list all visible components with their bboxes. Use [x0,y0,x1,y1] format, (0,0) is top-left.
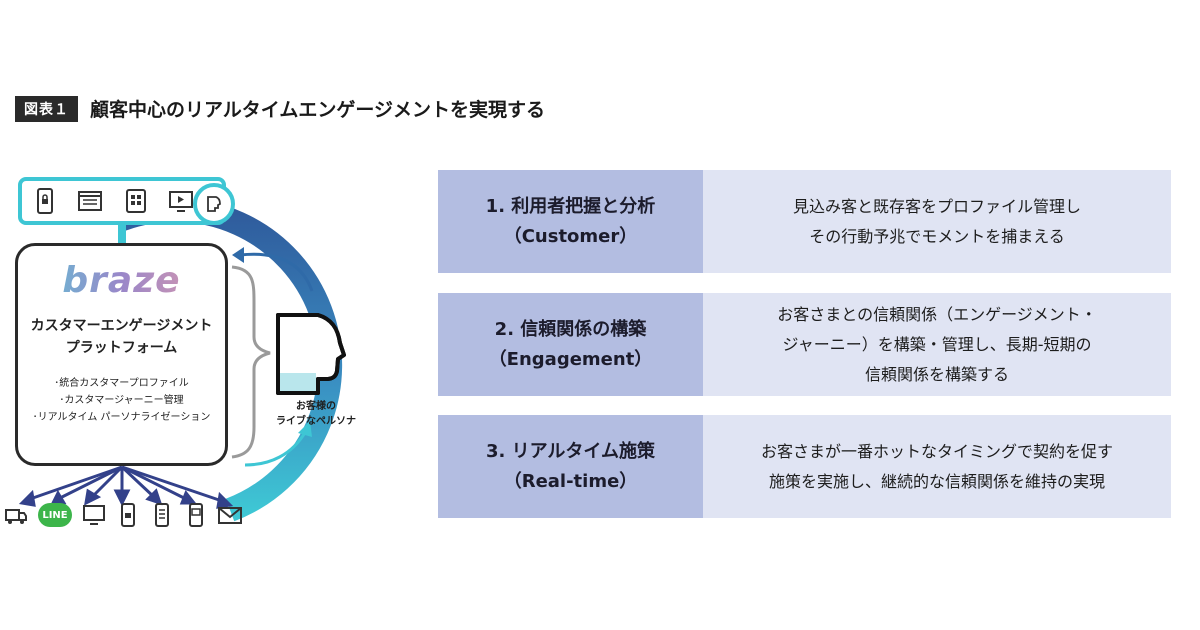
device-bar [18,177,226,225]
row-description-line: その行動予兆でモメントを捕まえる [809,226,1065,246]
row-description-line: お客さまとの信頼関係（エンゲージメント・ [777,304,1097,324]
braze-logo: braze [18,260,225,301]
table-row: 3. リアルタイム施策 （Real-time） お客さまが一番ホットなタイミング… [438,415,1171,518]
row-heading-line: （Customer） [503,225,638,247]
row-heading-line: （Real-time） [503,470,638,492]
row-heading-line: 3. リアルタイム施策 [485,440,656,462]
row-heading-line: 1. 利用者把握と分析 [485,195,656,217]
row-description-line: 信頼関係を構築する [864,364,1009,384]
row-heading: 1. 利用者把握と分析 （Customer） [438,170,703,273]
device-bar-connector [118,225,126,245]
feedback-arrow [239,252,314,292]
platform-name-line: カスタマーエンゲージメント [30,318,213,334]
row-description: お客さまが一番ホットなタイミングで契約を促す 施策を実施し、継続的な信頼関係を維… [703,415,1171,518]
row-description-line: ジャーニー）を構築・管理し、長期-短期の [782,334,1092,354]
table-row: 1. 利用者把握と分析 （Customer） 見込み客と既存客をプロファイル管理… [438,170,1171,273]
feature-item: ･統合カスタマープロファイル [54,378,189,389]
row-description-line: お客さまが一番ホットなタイミングで契約を促す [760,441,1113,461]
email-icon [218,507,242,524]
persona-label: お客様の ライブなペルソナ [268,399,364,429]
platform-name-line: プラットフォーム [65,340,178,356]
feedback-arrow-head [232,247,244,263]
row-description: 見込み客と既存客をプロファイル管理し その行動予兆でモメントを捕まえる [703,170,1171,273]
tablet-grid-icon [125,189,146,213]
braze-diagram: braze カスタマーエンゲージメント プラットフォーム ･統合カスタマープロフ… [0,165,420,565]
row-heading: 3. リアルタイム施策 （Real-time） [438,415,703,518]
action-arrow [244,430,308,467]
action-arrow-head [298,421,312,437]
persona-mini-icon [207,196,221,212]
table-row: 2. 信頼関係の構築 （Engagement） お客さまとの信頼関係（エンゲージ… [438,293,1171,396]
feature-list: ･統合カスタマープロファイル ･カスタマージャーニー管理 ･リアルタイム パーソ… [18,375,225,426]
desktop-monitor-icon [83,505,105,525]
platform-name: カスタマーエンゲージメント プラットフォーム [18,315,225,359]
smartphone-list-icon [155,503,169,527]
figure-heading: 顧客中心のリアルタイムエンゲージメントを実現する [90,99,546,121]
delivery-truck-icon [5,509,27,524]
persona-head-icon [276,313,346,395]
row-description-line: 施策を実施し、継続的な信頼関係を維持の実現 [768,471,1105,491]
figure-title: 図表１ 顧客中心のリアルタイムエンゲージメントを実現する [15,95,545,122]
smartphone-message-icon [189,503,203,527]
channel-icons: LINE [4,498,254,532]
smartphone-lock-icon [36,188,53,214]
persona-label-area: お客様の ライブなペルソナ [268,313,364,429]
figure-badge: 図表１ [15,95,78,122]
browser-window-icon [78,191,103,211]
feature-item: ･リアルタイム パーソナライゼーション [32,412,211,423]
channel-arrows [18,465,234,509]
persona-bubble [193,183,235,225]
row-heading-line: 2. 信頼関係の構築 [494,318,647,340]
line-app-icon: LINE [38,503,72,527]
row-description: お客さまとの信頼関係（エンゲージメント・ ジャーニー）を構築・管理し、長期-短期… [703,293,1171,396]
smartphone-lock-icon [121,503,135,527]
row-heading-line: （Engagement） [488,348,653,370]
bracket [231,265,271,459]
braze-platform-box: braze カスタマーエンゲージメント プラットフォーム ･統合カスタマープロフ… [15,243,228,466]
row-heading: 2. 信頼関係の構築 （Engagement） [438,293,703,396]
persona-label-line: ライブなペルソナ [276,416,356,427]
persona-label-line: お客様の [296,401,336,412]
monitor-video-icon [169,191,194,212]
feature-item: ･カスタマージャーニー管理 [59,395,184,406]
row-description-line: 見込み客と既存客をプロファイル管理し [792,196,1081,216]
